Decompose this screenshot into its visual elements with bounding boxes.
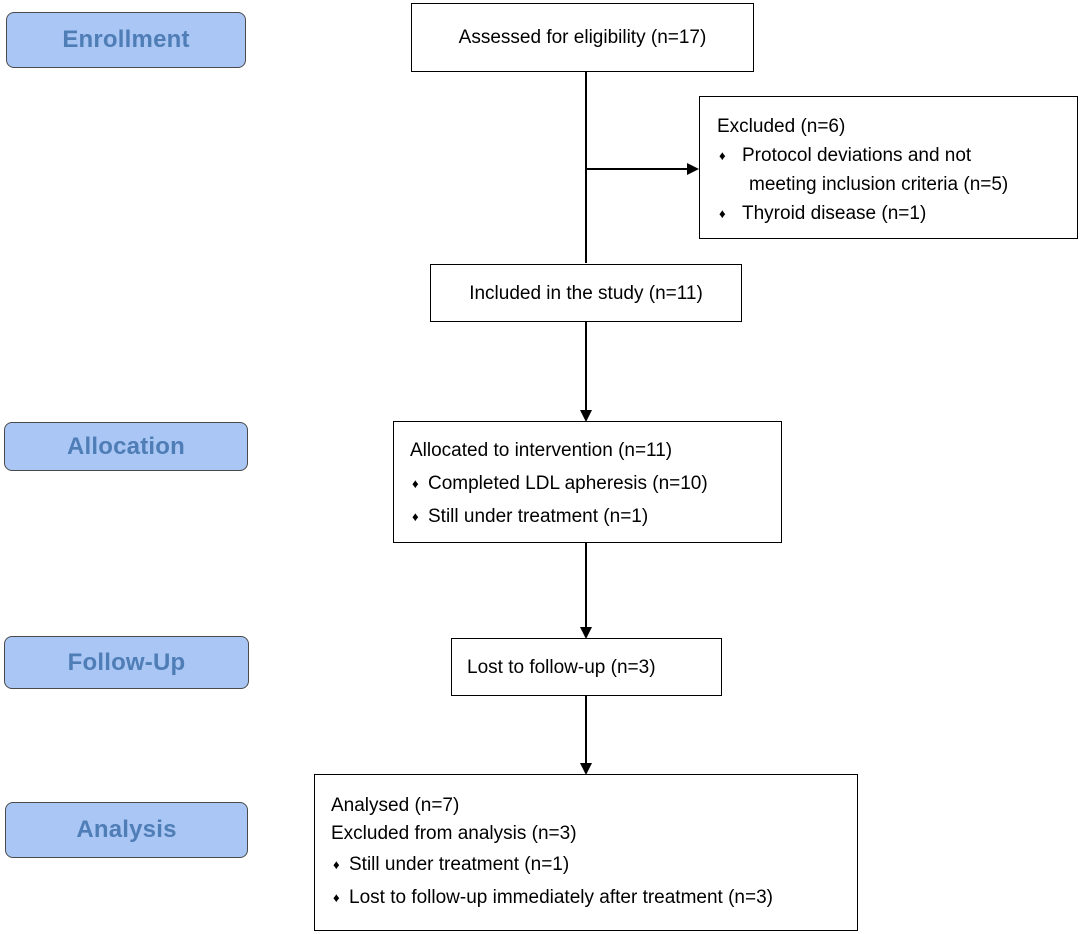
phase-analysis: Analysis <box>5 802 248 858</box>
box-analysed: Analysed (n=7) Excluded from analysis (n… <box>314 774 858 931</box>
diamond-bullet-icon: ♦ <box>412 476 419 491</box>
analysed-item-text: Lost to follow-up immediately after trea… <box>349 887 773 908</box>
included-text: Included in the study (n=11) <box>469 282 703 304</box>
allocated-list: ♦ Completed LDL apheresis (n=10) ♦ Still… <box>410 467 781 533</box>
analysed-item: ♦ Lost to follow-up immediately after tr… <box>331 881 857 914</box>
lost-text: Lost to follow-up (n=3) <box>467 656 656 678</box>
excluded-item: ♦ Protocol deviations and not meeting in… <box>717 141 1077 199</box>
box-assessed: Assessed for eligibility (n=17) <box>411 3 754 72</box>
excluded-item-text: Thyroid disease (n=1) <box>742 203 927 224</box>
analysed-subtitle: Excluded from analysis (n=3) <box>331 823 577 844</box>
diamond-bullet-icon: ♦ <box>719 148 726 163</box>
analysed-item: ♦ Still under treatment (n=1) <box>331 848 857 881</box>
excluded-list: ♦ Protocol deviations and not meeting in… <box>717 141 1077 228</box>
box-excluded: Excluded (n=6) ♦ Protocol deviations and… <box>699 96 1078 239</box>
assessed-text: Assessed for eligibility (n=17) <box>458 27 707 48</box>
allocated-item: ♦ Still under treatment (n=1) <box>410 500 781 533</box>
excluded-item: ♦ Thyroid disease (n=1) <box>717 199 1077 228</box>
allocated-item-text: Completed LDL apheresis (n=10) <box>428 473 708 494</box>
box-allocated: Allocated to intervention (n=11) ♦ Compl… <box>393 421 782 543</box>
diamond-bullet-icon: ♦ <box>333 890 340 905</box>
analysed-list: ♦ Still under treatment (n=1) ♦ Lost to … <box>331 848 857 914</box>
excluded-title: Excluded (n=6) <box>717 116 846 137</box>
diamond-bullet-icon: ♦ <box>333 857 340 872</box>
excluded-item-text: Protocol deviations and not <box>742 145 972 166</box>
phase-allocation: Allocation <box>4 422 248 471</box>
analysed-item-text: Still under treatment (n=1) <box>349 854 570 875</box>
diamond-bullet-icon: ♦ <box>412 509 419 524</box>
allocated-item-text: Still under treatment (n=1) <box>428 506 649 527</box>
excluded-item-text-cont: meeting inclusion criteria (n=5) <box>749 174 1009 195</box>
box-included: Included in the study (n=11) <box>430 264 742 322</box>
box-lost: Lost to follow-up (n=3) <box>451 638 722 696</box>
allocated-item: ♦ Completed LDL apheresis (n=10) <box>410 467 781 500</box>
analysed-title: Analysed (n=7) <box>331 795 460 816</box>
phase-follow-up: Follow-Up <box>4 636 249 689</box>
phase-enrollment: Enrollment <box>6 12 246 68</box>
allocated-title: Allocated to intervention (n=11) <box>410 440 673 461</box>
diamond-bullet-icon: ♦ <box>719 206 726 221</box>
